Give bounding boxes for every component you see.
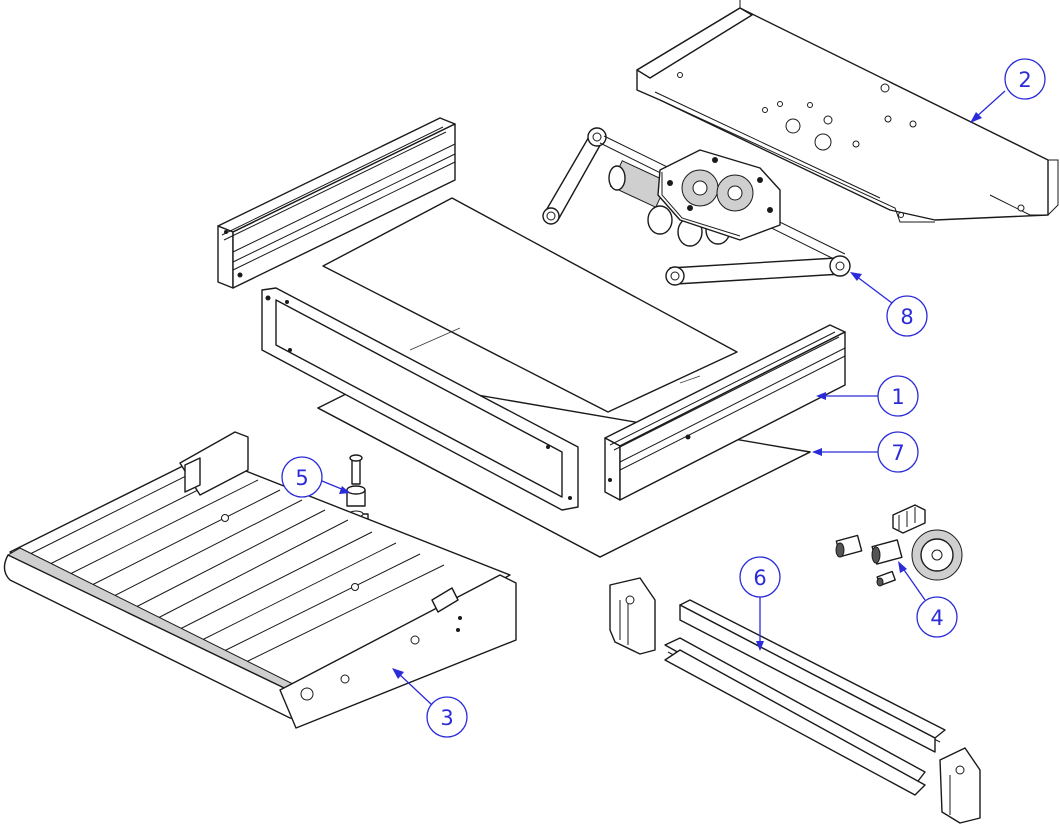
guide-rail	[609, 577, 981, 824]
motor-drive-linkage	[542, 127, 851, 286]
callout-7-label: 7	[891, 441, 904, 465]
callout-2: 2	[970, 58, 1046, 123]
callout-4: 4	[898, 561, 958, 638]
front-frame	[261, 287, 579, 511]
callout-3-label: 3	[440, 706, 453, 730]
rear-rail	[217, 117, 456, 289]
callout-7: 7	[812, 431, 919, 473]
callout-1-label: 1	[891, 385, 904, 409]
callout-1: 1	[816, 375, 919, 417]
callouts: 1 2 3 4 5	[281, 58, 1046, 738]
mounting-plate	[636, 0, 1059, 223]
inner-panel	[322, 197, 738, 413]
tread-ridges	[27, 459, 445, 664]
callout-3: 3	[392, 668, 468, 738]
callout-5: 5	[281, 456, 350, 498]
step-tread	[3, 431, 517, 729]
callout-5-label: 5	[295, 466, 308, 490]
side-rail	[604, 324, 846, 501]
callout-4-label: 4	[930, 606, 943, 630]
gear-set	[835, 504, 963, 587]
callout-6: 6	[739, 556, 781, 651]
callout-6-label: 6	[753, 566, 766, 590]
callout-8: 8	[850, 272, 928, 337]
callout-8-label: 8	[900, 305, 913, 329]
callout-2-label: 2	[1018, 68, 1031, 92]
